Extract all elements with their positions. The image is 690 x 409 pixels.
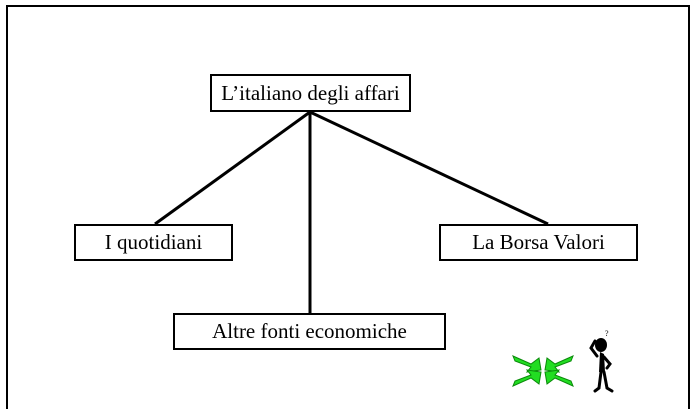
child-node-borsa-valori[interactable]: La Borsa Valori: [439, 224, 638, 261]
green-double-arrows-icon[interactable]: [511, 348, 575, 394]
child-node-quotidiani-label: I quotidiani: [104, 230, 203, 254]
child-node-altre-fonti[interactable]: Altre fonti economiche: [173, 313, 446, 350]
child-node-altre-fonti-label: Altre fonti economiche: [212, 319, 407, 343]
slide-frame: [6, 5, 690, 409]
connector-root-left: [154, 110, 311, 226]
child-node-quotidiani[interactable]: I quotidiani: [74, 224, 233, 261]
child-node-borsa-valori-label: La Borsa Valori: [472, 230, 605, 254]
root-node: L’italiano degli affari: [210, 74, 411, 112]
thinking-stick-figure-icon: ?: [589, 329, 614, 393]
root-node-label: L’italiano degli affari: [221, 80, 400, 105]
connector-root-right: [309, 110, 549, 226]
svg-text:?: ?: [605, 329, 609, 338]
